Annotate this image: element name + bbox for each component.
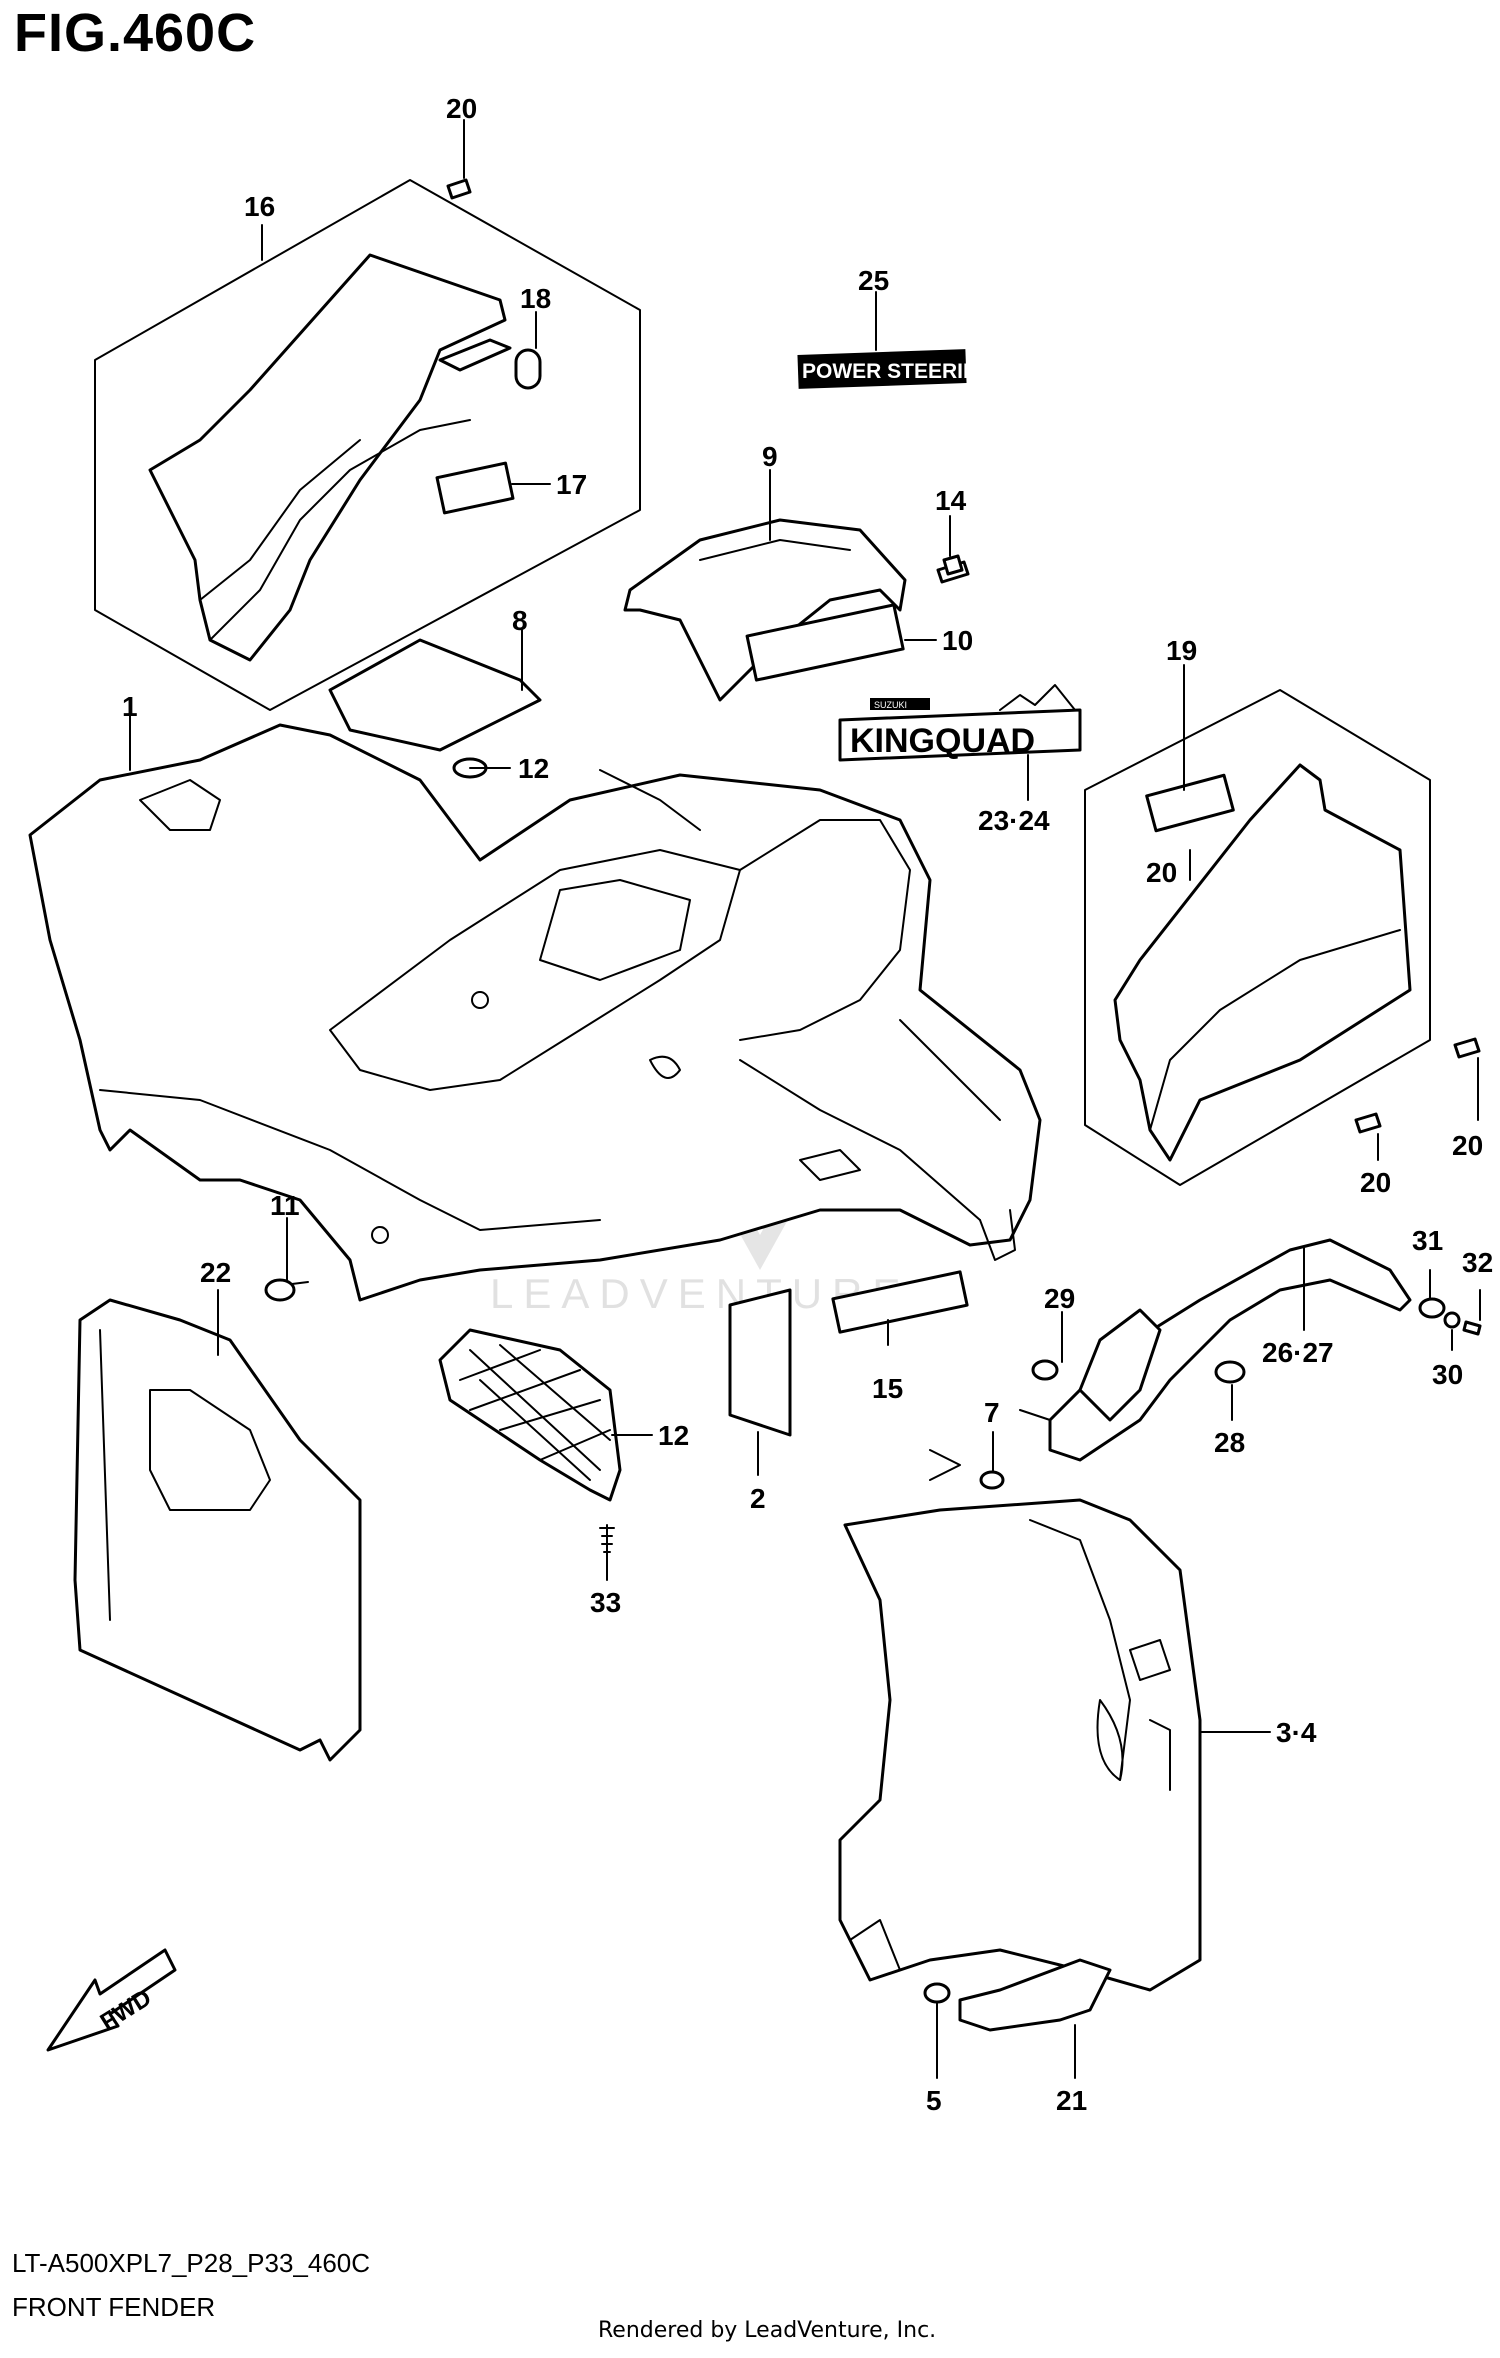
callout-labels: 1 20 16 18 17 8 12 9 10 14 25 23·24 19 2…: [122, 93, 1493, 2116]
callout-20a: 20: [446, 93, 477, 124]
callout-33: 33: [590, 1587, 621, 1618]
callout-14: 15: [872, 1373, 903, 1404]
callout-31: 31: [1412, 1225, 1443, 1256]
callout-8: 9: [762, 441, 778, 472]
callout-22: 22: [200, 1257, 231, 1288]
part-12-mesh-grille: [438, 1328, 622, 1502]
leader-lines: [129, 119, 1481, 2079]
svg-text:SUZUKI: SUZUKI: [874, 700, 907, 710]
callout-3-4: 3·4: [1276, 1717, 1317, 1748]
figure-name: FRONT FENDER: [12, 2292, 216, 2322]
rendered-by-credit: Rendered by LeadVenture, Inc.: [598, 2318, 937, 2343]
part-20-bolts: [446, 178, 1481, 1134]
part-14-pad: [831, 1270, 969, 1334]
part-7-pad: [328, 638, 542, 752]
callout-23-24: 23·24: [978, 805, 1050, 836]
part-6-screw: [979, 1470, 1005, 1490]
callout-7: 8: [512, 605, 528, 636]
callout-30: 30: [1432, 1359, 1463, 1390]
svg-text:POWER STEERING: POWER STEERING: [802, 360, 995, 383]
callout-32: 32: [1462, 1247, 1493, 1278]
callout-1: 1: [122, 691, 138, 722]
figure-title: FIG.460C: [14, 3, 257, 63]
part-26-27-bracket: [1048, 1238, 1412, 1462]
callout-21: 21: [1056, 2085, 1087, 2116]
callout-20b: 20: [1452, 1130, 1483, 1161]
part-28-bolt: [1214, 1360, 1246, 1384]
callout-17: 18: [520, 283, 551, 314]
part-2-label: [728, 1288, 792, 1437]
part-30-washer: [1443, 1311, 1461, 1329]
callout-9: 10: [942, 625, 973, 656]
callout-25: 25: [858, 265, 889, 296]
kit-box-18: [1084, 689, 1431, 1186]
callout-6: 7: [984, 1397, 1000, 1428]
power-steering-decal: POWER STEERING: [797, 349, 995, 389]
part-22-guard: [73, 1298, 362, 1762]
callout-15: 16: [244, 191, 275, 222]
kingquad-decal: KINGQUAD SUZUKI: [838, 684, 1082, 762]
callout-28: 28: [1214, 1427, 1245, 1458]
svg-text:KINGQUAD: KINGQUAD: [850, 722, 1035, 760]
callout-26-27: 26·27: [1262, 1337, 1334, 1368]
callout-2: 2: [750, 1483, 766, 1514]
part-9-pad: [745, 603, 905, 682]
part-10-bolt: [264, 1278, 309, 1302]
watermark-text: LEADVENTURE: [490, 1270, 910, 1317]
callout-20c: 20: [1360, 1167, 1391, 1198]
part-5-screw: [923, 1982, 951, 2004]
callout-11: 12: [518, 753, 549, 784]
callout-19: 20: [1146, 857, 1177, 888]
part-8-cover: [623, 518, 907, 702]
kit-box-15: [94, 179, 641, 711]
part-21-flap: [958, 1958, 1112, 2032]
callout-16: 17: [556, 469, 587, 500]
callout-13: 14: [935, 485, 967, 516]
figure-code: LT-A500XPL7_P28_P33_460C: [12, 2248, 371, 2278]
part-3-4-mud-guard: [838, 1498, 1202, 1992]
part-31-collar: [1418, 1297, 1446, 1319]
part-13-bolt: [936, 554, 970, 584]
front-fender-body: [28, 723, 1042, 1302]
callout-5: 5: [926, 2085, 942, 2116]
part-32-screw: [1462, 1320, 1482, 1336]
part-29-bolt: [1031, 1359, 1059, 1381]
part-33-screw: [599, 1524, 615, 1556]
callout-12: 12: [658, 1420, 689, 1451]
fwd-arrow: FWD: [46, 1948, 177, 2052]
callout-10: 11: [270, 1190, 300, 1221]
callout-18: 19: [1166, 635, 1197, 666]
callout-29: 29: [1044, 1283, 1075, 1314]
